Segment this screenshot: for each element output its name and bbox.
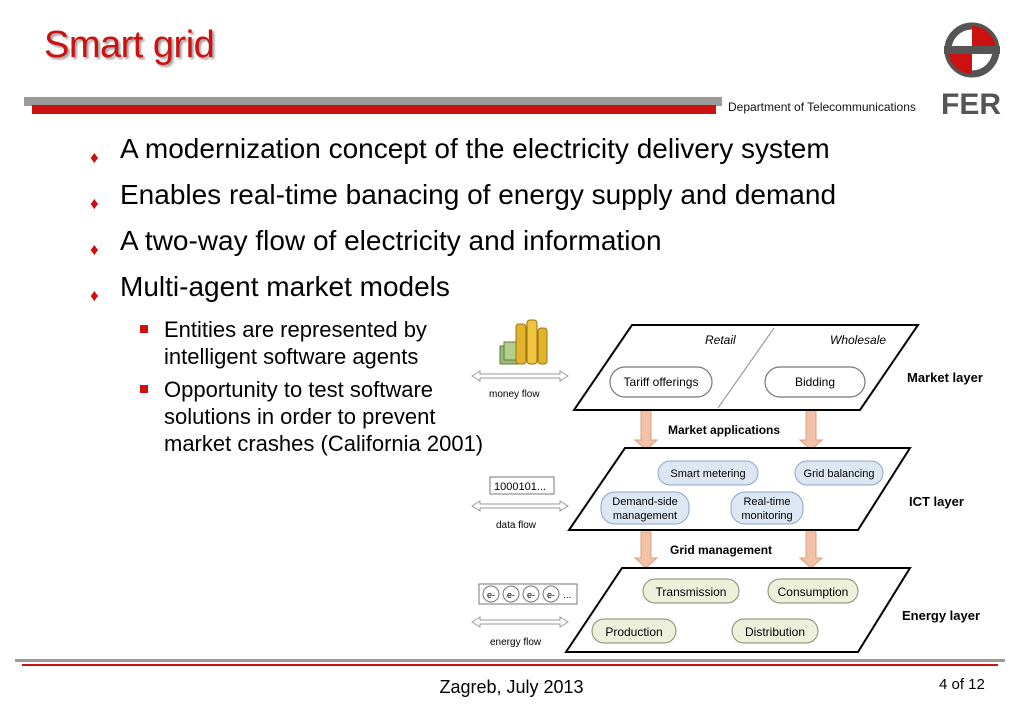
header-divider-gray [24, 97, 722, 106]
energy-layer-label: Energy layer [902, 608, 980, 623]
demand-side-management-node [600, 491, 690, 525]
bidding-label: Bidding [795, 375, 835, 389]
electron-label: e- [527, 590, 535, 600]
logo-text: FER [941, 88, 1001, 118]
bullet-diamond-icon: ♦ [90, 240, 99, 259]
grid-management-label: Grid management [670, 543, 772, 557]
smart-metering-node [657, 460, 759, 486]
sub-bullet-item: Entities are represented by intelligent … [140, 316, 500, 370]
bullet-item: ♦ Multi-agent market models [90, 270, 950, 305]
department-label: Department of Telecommunications [728, 100, 916, 114]
wholesale-label: Wholesale [830, 333, 886, 347]
bullet-item: ♦ A modernization concept of the electric… [90, 132, 950, 167]
sub-bullet-item: Opportunity to test software solutions i… [140, 376, 500, 457]
production-node [591, 618, 677, 644]
transmission-label: Transmission [656, 585, 727, 599]
connector-arrows [633, 409, 824, 569]
energy-flow-label: energy flow [490, 637, 542, 648]
bidding-node [764, 366, 866, 398]
bullet-item: ♦ A two-way flow of electricity and infor… [90, 224, 950, 259]
header-divider-red [32, 105, 716, 114]
dsm-label-line2: management [613, 510, 677, 522]
transmission-node [642, 578, 740, 604]
bullet-square-icon [140, 385, 148, 393]
data-sample-text: 1000101... [494, 481, 546, 493]
slide-title: Smart grid [44, 24, 215, 66]
electron-icons [482, 585, 560, 603]
retail-label: Retail [705, 333, 736, 347]
energy-flow-arrow [471, 616, 569, 628]
electron-ellipsis: ... [563, 590, 571, 601]
grid-balancing-label: Grid balancing [804, 468, 875, 480]
money-flow-label: money flow [489, 389, 540, 400]
production-label: Production [605, 625, 662, 639]
smart-metering-label: Smart metering [670, 468, 745, 480]
electron-label: e- [507, 590, 515, 600]
distribution-node [731, 618, 819, 644]
rt-label-line2: monitoring [741, 510, 792, 522]
market-layer-plane: Retail Wholesale Tariff offerings Biddin… [572, 324, 920, 411]
data-sample-box [489, 476, 555, 495]
bullet-text: A two-way flow of electricity and inform… [120, 225, 662, 256]
grid-balancing-node [794, 460, 884, 486]
ict-layer-label: ICT layer [909, 494, 964, 509]
consumption-node [767, 578, 859, 604]
money-icon [499, 319, 548, 365]
smart-grid-diagram: Retail Wholesale Tariff offerings Biddin… [471, 319, 983, 653]
sub-bullet-text: Opportunity to test software solutions i… [164, 377, 484, 456]
rt-label-line1: Real-time [743, 496, 790, 508]
bullet-text: Multi-agent market models [120, 271, 450, 302]
electron-label: e- [487, 590, 495, 600]
data-flow-arrow [471, 500, 569, 512]
fer-logo: FER [941, 22, 1001, 118]
bullet-text: A modernization concept of the electrici… [120, 133, 830, 164]
logo-emblem [944, 22, 1000, 78]
bullet-diamond-icon: ♦ [90, 286, 99, 305]
electron-label: e- [547, 590, 555, 600]
sub-bullet-text: Entities are represented by intelligent … [164, 317, 427, 369]
tariff-offerings-node [609, 366, 713, 398]
real-time-monitoring-node [730, 491, 804, 525]
tariff-offerings-label: Tariff offerings [624, 375, 699, 389]
market-layer-label: Market layer [907, 370, 983, 385]
bullet-diamond-icon: ♦ [90, 148, 99, 167]
bullet-item: ♦ Enables real-time banacing of energy su… [90, 178, 950, 213]
distribution-label: Distribution [745, 625, 805, 639]
main-bullets: ♦ A modernization concept of the electric… [90, 132, 950, 316]
sub-bullets: Entities are represented by intelligent … [140, 316, 500, 463]
page-number: 4 of 12 [939, 676, 985, 693]
bullet-text: Enables real-time banacing of energy sup… [120, 179, 837, 210]
money-flow-arrow [471, 370, 569, 382]
data-flow-label: data flow [496, 520, 537, 531]
ict-layer-plane: Smart metering Grid balancing Demand-sid… [567, 447, 912, 531]
market-applications-label: Market applications [668, 423, 780, 437]
consumption-label: Consumption [778, 585, 849, 599]
bullet-diamond-icon: ♦ [90, 194, 99, 213]
bullet-square-icon [140, 325, 148, 333]
dsm-label-line1: Demand-side [612, 496, 677, 508]
energy-layer-plane: Transmission Consumption Production Dist… [564, 567, 912, 653]
footer-location-date: Zagreb, July 2013 [439, 677, 584, 697]
footer-divider-gray [15, 659, 1005, 662]
footer-divider-red [22, 664, 998, 666]
